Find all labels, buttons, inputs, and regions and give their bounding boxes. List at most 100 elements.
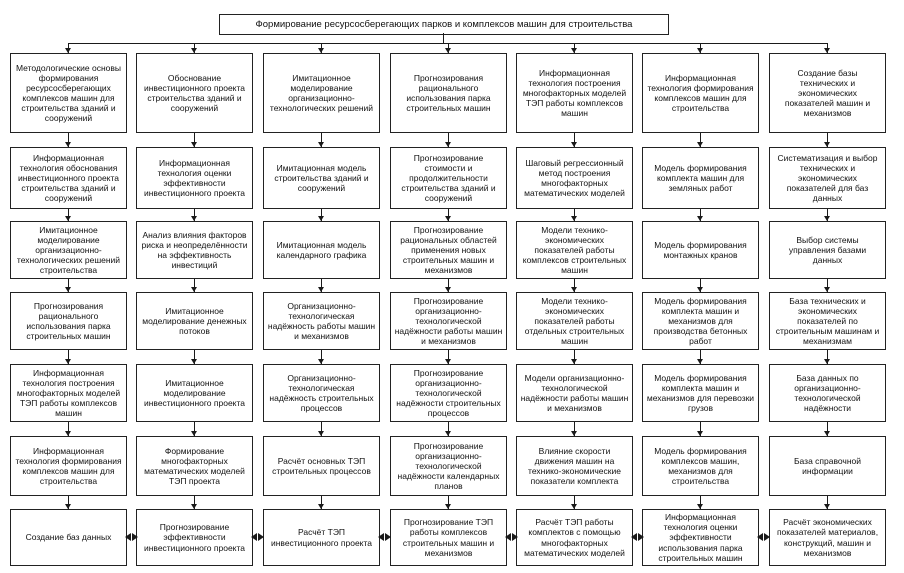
flow-box: Имитационная модель строительства зданий…: [263, 147, 380, 209]
down-arrow: [571, 43, 577, 53]
title-stem-line: [443, 33, 444, 43]
double-arrow: [631, 533, 644, 542]
down-arrow: [697, 43, 703, 53]
down-arrow: [191, 422, 197, 436]
down-arrow: [571, 133, 577, 147]
down-arrow: [824, 43, 830, 53]
down-arrow: [571, 496, 577, 509]
flow-box: Расчёт ТЭП инвестиционного проекта: [263, 509, 380, 566]
flow-box: Анализ влияния факторов риска и неопреде…: [136, 221, 253, 279]
down-arrow: [571, 350, 577, 364]
down-arrow: [65, 422, 71, 436]
flow-box: Информационная технология оценки эффекти…: [136, 147, 253, 209]
double-arrow: [505, 533, 518, 542]
down-arrow: [191, 279, 197, 292]
flow-box: Прогнозирование стоимости и продолжитель…: [390, 147, 507, 209]
diagram-title: Формирование ресурсосберегающих парков и…: [219, 14, 669, 35]
double-arrow: [125, 533, 138, 542]
flow-box: Модели технико-экономических показателей…: [516, 221, 633, 279]
flow-box: Шаговый регрессионный метод построения м…: [516, 147, 633, 209]
down-arrow: [318, 133, 324, 147]
flow-box: Прогнозирование организационно-технологи…: [390, 292, 507, 350]
down-arrow: [697, 279, 703, 292]
down-arrow: [824, 350, 830, 364]
down-arrow: [191, 133, 197, 147]
down-arrow: [65, 209, 71, 221]
flow-box: Информационная технология построения мно…: [10, 364, 127, 422]
down-arrow: [824, 133, 830, 147]
flow-box: Организационно-технологическая надёжност…: [263, 364, 380, 422]
flow-box: Прогнозирование организационно-технологи…: [390, 364, 507, 422]
flow-box: Прогнозирование рациональных областей пр…: [390, 221, 507, 279]
double-arrow: [378, 533, 391, 542]
flow-box: Имитационное моделирование организационн…: [10, 221, 127, 279]
down-arrow: [571, 209, 577, 221]
down-arrow: [697, 209, 703, 221]
double-arrow: [251, 533, 264, 542]
flow-box: Прогнозирование ТЭП работы комплексов ст…: [390, 509, 507, 566]
down-arrow: [445, 350, 451, 364]
flow-box: Обоснование инвестиционного проекта стро…: [136, 53, 253, 133]
flow-box: Прогнозирование эффективности инвестицио…: [136, 509, 253, 566]
down-arrow: [824, 279, 830, 292]
flow-box: Прогнозирование организационно-технологи…: [390, 436, 507, 496]
flow-box: Модель формирования комплекта машин для …: [642, 147, 759, 209]
down-arrow: [318, 43, 324, 53]
down-arrow: [318, 422, 324, 436]
flow-box: База технических и экономических показат…: [769, 292, 886, 350]
down-arrow: [824, 209, 830, 221]
down-arrow: [697, 422, 703, 436]
flow-box: Модели технико-экономических показателей…: [516, 292, 633, 350]
down-arrow: [191, 43, 197, 53]
down-arrow: [318, 350, 324, 364]
flow-box: Имитационная модель календарного графика: [263, 221, 380, 279]
down-arrow: [191, 350, 197, 364]
flow-box: Модели организационно-технологической на…: [516, 364, 633, 422]
down-arrow: [445, 43, 451, 53]
flow-box: Информационная технология обоснования ин…: [10, 147, 127, 209]
flow-box: Имитационное моделирование организационн…: [263, 53, 380, 133]
flow-box: Организационно-технологическая надёжност…: [263, 292, 380, 350]
down-arrow: [318, 209, 324, 221]
flow-box: База справочной информации: [769, 436, 886, 496]
flow-box: Модель формирования комплекта машин и ме…: [642, 292, 759, 350]
down-arrow: [697, 496, 703, 509]
flow-box: Информационная технология построения мно…: [516, 53, 633, 133]
flow-box: Информационная технология формирования к…: [10, 436, 127, 496]
flow-box: Систематизация и выбор технических и эко…: [769, 147, 886, 209]
down-arrow: [445, 496, 451, 509]
flow-box: Имитационное моделирование денежных пото…: [136, 292, 253, 350]
flow-box: Прогнозирования рационального использова…: [10, 292, 127, 350]
down-arrow: [65, 496, 71, 509]
down-arrow: [697, 350, 703, 364]
down-arrow: [824, 422, 830, 436]
flow-box: Создание базы технических и экономически…: [769, 53, 886, 133]
flow-box: База данных по организационно-технологич…: [769, 364, 886, 422]
down-arrow: [318, 496, 324, 509]
down-arrow: [445, 133, 451, 147]
down-arrow: [65, 279, 71, 292]
down-arrow: [824, 496, 830, 509]
flow-box: Методологические основы формирования рес…: [10, 53, 127, 133]
down-arrow: [65, 43, 71, 53]
flow-box: Выбор системы управления базами данных: [769, 221, 886, 279]
flow-box: Информационная технология оценки эффекти…: [642, 509, 759, 566]
down-arrow: [191, 496, 197, 509]
flow-box: Влияние скорости движения машин на техни…: [516, 436, 633, 496]
down-arrow: [445, 209, 451, 221]
down-arrow: [191, 209, 197, 221]
down-arrow: [445, 279, 451, 292]
down-arrow: [571, 279, 577, 292]
flow-box: Формирование многофакторных математическ…: [136, 436, 253, 496]
flow-box: Модель формирования комплекта машин и ме…: [642, 364, 759, 422]
double-arrow: [757, 533, 770, 542]
flow-box: Расчёт ТЭП работы комплектов с помощью м…: [516, 509, 633, 566]
down-arrow: [318, 279, 324, 292]
down-arrow: [571, 422, 577, 436]
flow-box: Имитационное моделирование инвестиционно…: [136, 364, 253, 422]
down-arrow: [445, 422, 451, 436]
down-arrow: [697, 133, 703, 147]
flow-box: Модель формирования монтажных кранов: [642, 221, 759, 279]
flow-box: Расчёт основных ТЭП строительных процесс…: [263, 436, 380, 496]
